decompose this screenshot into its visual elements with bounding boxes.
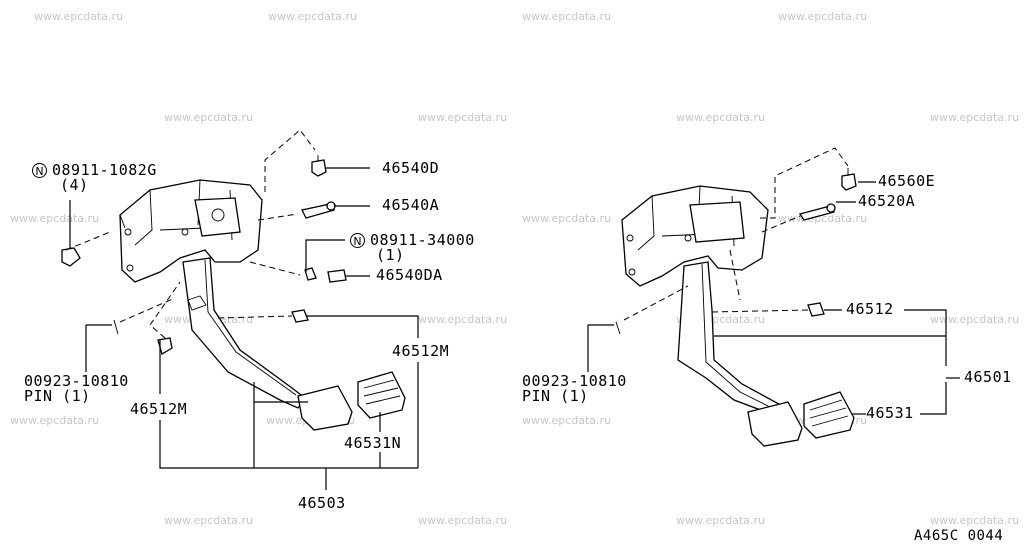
- callout-46540A: 46540A: [382, 196, 440, 214]
- watermark: www.epcdata.ru: [930, 111, 1020, 124]
- watermark: www.epcdata.ru: [34, 10, 124, 23]
- watermark: www.epcdata.ru: [164, 514, 254, 527]
- watermark: www.epcdata.ru: [268, 10, 358, 23]
- left-pedal-assembly: [61, 129, 419, 490]
- watermark: www.epcdata.ru: [418, 514, 508, 527]
- callout-46540DA: 46540DA: [376, 266, 443, 284]
- pin-label: PIN (1): [24, 387, 91, 405]
- callout-qty-1: (1): [376, 246, 405, 264]
- callout-46512M-lower: 46512M: [130, 400, 188, 418]
- watermark: www.epcdata.ru: [930, 313, 1020, 326]
- watermark: www.epcdata.ru: [10, 414, 100, 427]
- callout-00923-10810: 00923-10810: [24, 372, 129, 390]
- watermark: www.epcdata.ru: [522, 10, 612, 23]
- right-pedal-assembly: [587, 147, 960, 447]
- callout-00923-10810: 00923-10810: [522, 372, 627, 390]
- watermark: www.epcdata.ru: [522, 414, 612, 427]
- watermark: www.epcdata.ru: [418, 111, 508, 124]
- callout-46560E: 46560E: [878, 172, 936, 190]
- callout-46512M-upper: 46512M: [392, 342, 450, 360]
- callout-46512: 46512: [846, 300, 894, 318]
- watermark: www.epcdata.ru: [418, 313, 508, 326]
- callout-46540D: 46540D: [382, 159, 440, 177]
- watermark: www.epcdata.ru: [522, 212, 612, 225]
- n-symbol-icon: N: [350, 233, 365, 248]
- watermark: www.epcdata.ru: [676, 514, 766, 527]
- callout-qty-4: (4): [60, 176, 89, 194]
- watermark: www.epcdata.ru: [164, 111, 254, 124]
- pin-label: PIN (1): [522, 387, 589, 405]
- watermark: www.epcdata.ru: [930, 514, 1020, 527]
- watermark: www.epcdata.ru: [778, 10, 868, 23]
- callout-08911-34000: 08911-34000: [370, 231, 475, 249]
- callout-46520A: 46520A: [858, 192, 916, 210]
- callout-46501: 46501: [964, 368, 1012, 386]
- diagram-code: A465C 0044: [914, 528, 1004, 544]
- watermark: www.epcdata.ru: [10, 212, 100, 225]
- callout-08911-1082G: 08911-1082G: [52, 161, 157, 179]
- callout-46503: 46503: [298, 494, 346, 512]
- n-symbol-icon: N: [32, 163, 47, 178]
- callout-46531: 46531: [866, 404, 914, 422]
- watermark: www.epcdata.ru: [676, 111, 766, 124]
- callout-46531N: 46531N: [344, 434, 402, 452]
